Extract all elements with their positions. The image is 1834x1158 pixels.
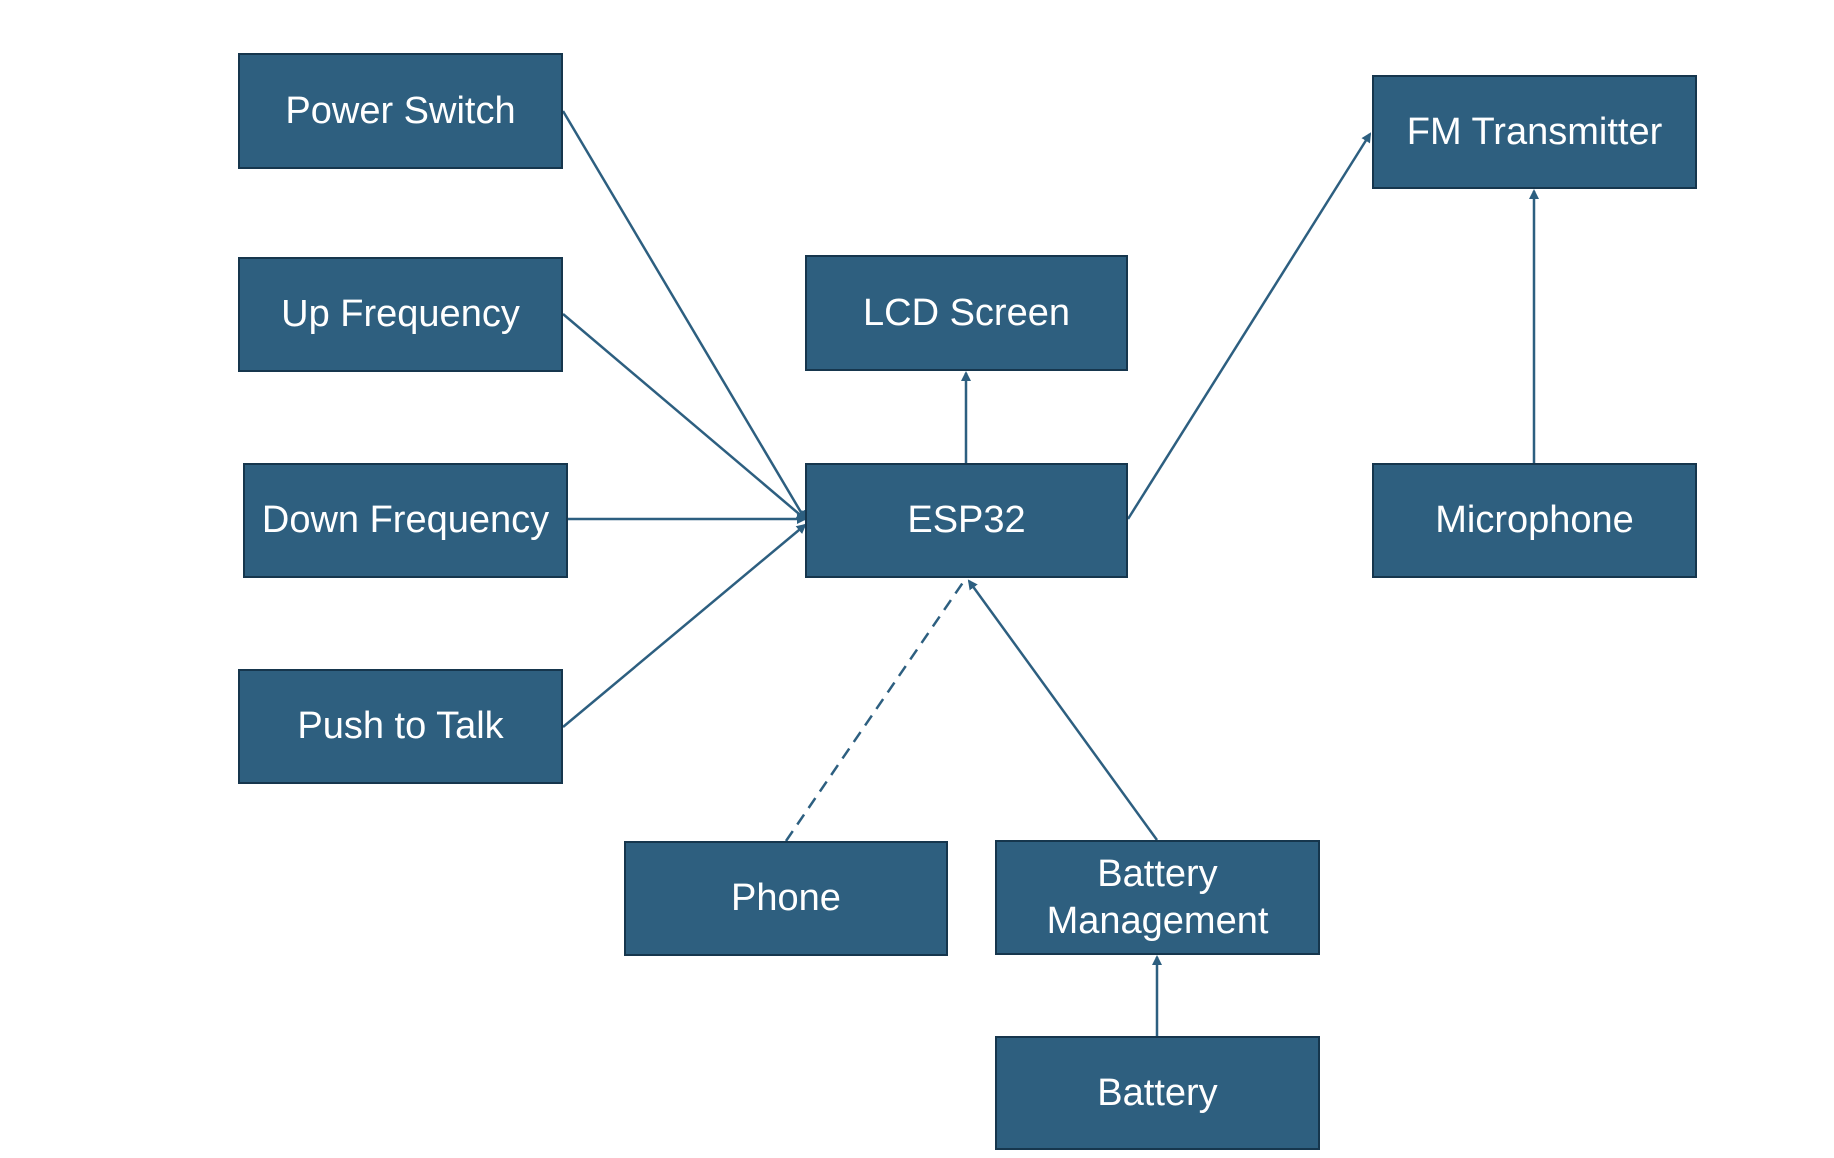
lcd-screen-block: LCD Screen [805, 255, 1128, 371]
up-frequency-label: Up Frequency [281, 293, 520, 335]
phone-block: Phone [624, 841, 948, 956]
fm-transmitter-label: FM Transmitter [1406, 110, 1663, 153]
fm-transmitter-block: FM Transmitter [1372, 75, 1697, 189]
down-frequency-label: Down Frequency [261, 499, 550, 541]
power-switch-block: Power Switch [238, 53, 563, 169]
battery-management-label: Battery Management [1046, 852, 1269, 942]
push-to-talk-block: Push to Talk [238, 669, 563, 784]
microphone-block: Microphone [1372, 463, 1697, 578]
connector-push-to-talk-to-esp32 [562, 523, 807, 728]
connector-phone-to-esp32 [784, 577, 968, 842]
up-frequency-block: Up Frequency [238, 257, 563, 372]
connector-power-switch-to-esp32 [561, 110, 807, 521]
down-frequency-block: Down Frequency [243, 463, 568, 578]
esp32-label: ESP32 [907, 499, 1026, 541]
power-switch-label: Power Switch [285, 89, 516, 132]
battery-label: Battery [1097, 1071, 1218, 1114]
battery-block: Battery [995, 1036, 1320, 1150]
battery-management-block: Battery Management [995, 840, 1320, 955]
connector-up-frequency-to-esp32 [562, 313, 807, 521]
connector-esp32-to-fm-transmitter [1126, 132, 1372, 520]
microphone-label: Microphone [1435, 499, 1634, 541]
lcd-screen-label: LCD Screen [863, 291, 1070, 334]
push-to-talk-label: Push to Talk [297, 705, 504, 747]
phone-label: Phone [731, 877, 841, 919]
connector-battery-management-to-esp32 [967, 579, 1159, 841]
esp32-block: ESP32 [805, 463, 1128, 578]
